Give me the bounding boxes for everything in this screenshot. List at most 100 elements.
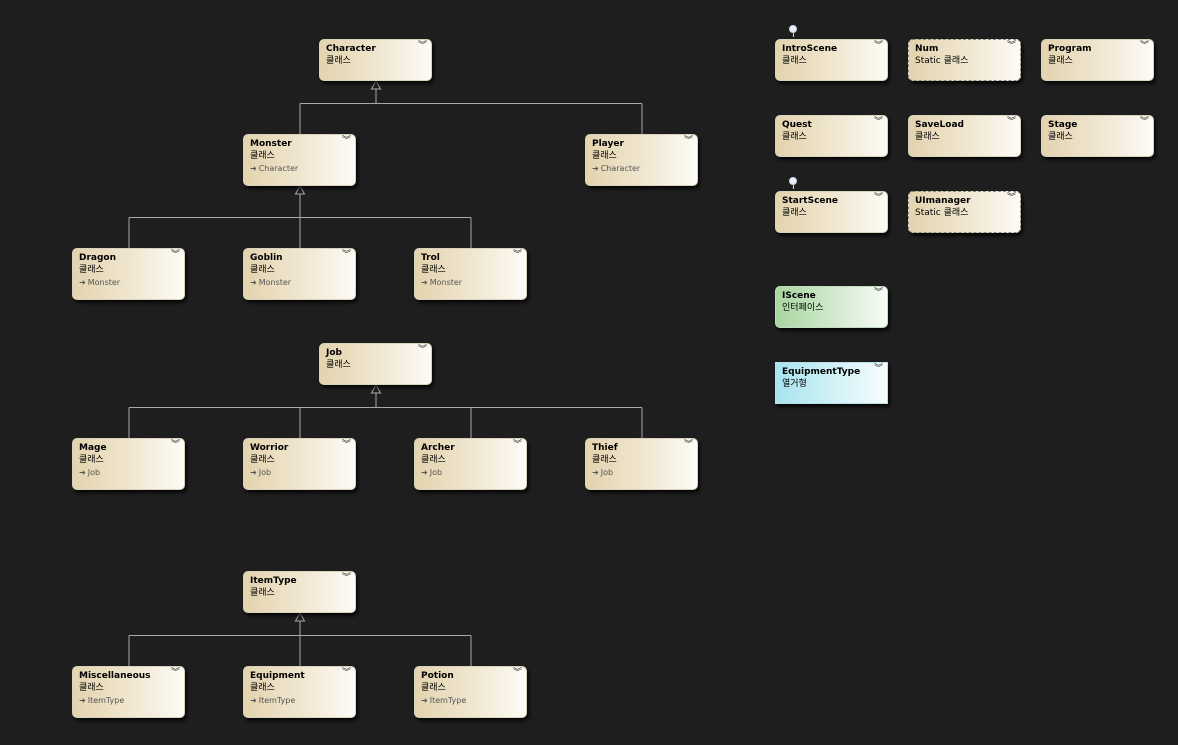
double-chevron-down-icon[interactable]: ︾ — [1006, 193, 1016, 203]
class-name: Dragon — [79, 253, 117, 263]
base-class-name: Character — [600, 164, 641, 173]
class-node-quest[interactable]: Quest 클래스 ︾ — [775, 115, 888, 157]
class-node-equipment[interactable]: Equipment 클래스 ➜ItemType ︾ — [243, 666, 356, 718]
base-class: ➜ItemType — [250, 695, 349, 707]
class-name: Worrior — [250, 443, 289, 453]
double-chevron-down-icon[interactable]: ︾ — [417, 41, 427, 51]
base-class: ➜Job — [250, 467, 349, 479]
class-node-archer[interactable]: Archer 클래스 ➜Job ︾ — [414, 438, 527, 490]
class-name: Stage — [1048, 120, 1078, 130]
double-chevron-down-icon[interactable]: ︾ — [512, 668, 522, 678]
lollipop-stem — [793, 185, 794, 189]
double-chevron-down-icon[interactable]: ︾ — [873, 41, 883, 51]
class-node-mage[interactable]: Mage 클래스 ➜Job ︾ — [72, 438, 185, 490]
class-kind: 클래스 — [250, 265, 275, 275]
class-kind: 클래스 — [782, 56, 807, 66]
double-chevron-down-icon[interactable]: ︾ — [873, 117, 883, 127]
inherits-arrow-icon: ➜ — [592, 468, 599, 477]
class-node-saveload[interactable]: SaveLoad 클래스 ︾ — [908, 115, 1021, 157]
enum-kind: 열거형 — [782, 379, 807, 389]
class-node-goblin[interactable]: Goblin 클래스 ➜Monster ︾ — [243, 248, 356, 300]
class-node-character[interactable]: Character 클래스 ︾ — [319, 39, 432, 81]
class-node-monster[interactable]: Monster 클래스 ➜Character ︾ — [243, 134, 356, 186]
class-node-uimanager[interactable]: UImanager Static 클래스 ︾ — [908, 191, 1021, 233]
class-kind: 클래스 — [79, 265, 104, 275]
double-chevron-down-icon[interactable]: ︾ — [341, 136, 351, 146]
inheritance-triangle-icon — [294, 184, 306, 195]
enum-node-equipmenttype[interactable]: EquipmentType 열거형 ︾ — [775, 362, 888, 404]
class-node-stage[interactable]: Stage 클래스 ︾ — [1041, 115, 1154, 157]
inherits-arrow-icon: ➜ — [250, 278, 257, 287]
double-chevron-down-icon[interactable]: ︾ — [341, 250, 351, 260]
class-node-miscellaneous[interactable]: Miscellaneous 클래스 ➜ItemType ︾ — [72, 666, 185, 718]
interface-node-iscene[interactable]: IScene 인터페이스 ︾ — [775, 286, 888, 328]
base-class-name: Job — [600, 468, 614, 477]
inherits-arrow-icon: ➜ — [421, 696, 428, 705]
double-chevron-down-icon[interactable]: ︾ — [1006, 117, 1016, 127]
double-chevron-down-icon[interactable]: ︾ — [1006, 41, 1016, 51]
double-chevron-down-icon[interactable]: ︾ — [873, 288, 883, 298]
class-node-potion[interactable]: Potion 클래스 ➜ItemType ︾ — [414, 666, 527, 718]
class-node-thief[interactable]: Thief 클래스 ➜Job ︾ — [585, 438, 698, 490]
base-class: ➜Character — [250, 163, 349, 175]
class-kind: Static 클래스 — [915, 208, 969, 218]
double-chevron-down-icon[interactable]: ︾ — [873, 364, 883, 374]
base-class: ➜Monster — [79, 277, 178, 289]
double-chevron-down-icon[interactable]: ︾ — [170, 440, 180, 450]
base-class-name: ItemType — [258, 696, 296, 705]
class-kind: 클래스 — [782, 208, 807, 218]
double-chevron-down-icon[interactable]: ︾ — [683, 136, 693, 146]
double-chevron-down-icon[interactable]: ︾ — [1139, 41, 1149, 51]
class-node-worrior[interactable]: Worrior 클래스 ➜Job ︾ — [243, 438, 356, 490]
double-chevron-down-icon[interactable]: ︾ — [341, 573, 351, 583]
class-name: IntroScene — [782, 44, 838, 54]
class-kind: 클래스 — [1048, 56, 1073, 66]
class-node-dragon[interactable]: Dragon 클래스 ➜Monster ︾ — [72, 248, 185, 300]
class-name: Num — [915, 44, 939, 54]
base-class-name: Job — [258, 468, 272, 477]
inherits-arrow-icon: ➜ — [79, 278, 86, 287]
class-node-introscene[interactable]: IntroScene 클래스 ︾ — [775, 39, 888, 81]
class-node-startscene[interactable]: StartScene 클래스 ︾ — [775, 191, 888, 233]
class-kind: 클래스 — [592, 455, 617, 465]
base-class-name: ItemType — [87, 696, 125, 705]
class-node-itemtype[interactable]: ItemType 클래스 ︾ — [243, 571, 356, 613]
class-name: Monster — [250, 139, 292, 149]
inherits-arrow-icon: ➜ — [250, 164, 257, 173]
double-chevron-down-icon[interactable]: ︾ — [417, 345, 427, 355]
base-class: ➜Job — [79, 467, 178, 479]
base-class-name: ItemType — [429, 696, 467, 705]
base-class: ➜Monster — [250, 277, 349, 289]
double-chevron-down-icon[interactable]: ︾ — [170, 250, 180, 260]
double-chevron-down-icon[interactable]: ︾ — [683, 440, 693, 450]
base-class: ➜ItemType — [421, 695, 520, 707]
base-class-name: Monster — [258, 278, 292, 287]
double-chevron-down-icon[interactable]: ︾ — [512, 440, 522, 450]
class-name: Job — [326, 348, 342, 358]
double-chevron-down-icon[interactable]: ︾ — [873, 193, 883, 203]
base-class: ➜ItemType — [79, 695, 178, 707]
class-node-program[interactable]: Program 클래스 ︾ — [1041, 39, 1154, 81]
base-class-name: Character — [258, 164, 299, 173]
class-node-trol[interactable]: Trol 클래스 ➜Monster ︾ — [414, 248, 527, 300]
double-chevron-down-icon[interactable]: ︾ — [170, 668, 180, 678]
double-chevron-down-icon[interactable]: ︾ — [341, 440, 351, 450]
class-kind: 클래스 — [250, 151, 275, 161]
class-node-player[interactable]: Player 클래스 ➜Character ︾ — [585, 134, 698, 186]
class-name: Goblin — [250, 253, 283, 263]
base-class-name: Job — [87, 468, 101, 477]
class-name: Character — [326, 44, 376, 54]
inherits-arrow-icon: ➜ — [592, 164, 599, 173]
double-chevron-down-icon[interactable]: ︾ — [1139, 117, 1149, 127]
double-chevron-down-icon[interactable]: ︾ — [512, 250, 522, 260]
base-class-name: Job — [429, 468, 443, 477]
class-node-num[interactable]: Num Static 클래스 ︾ — [908, 39, 1021, 81]
inherits-arrow-icon: ➜ — [79, 468, 86, 477]
inherits-arrow-icon: ➜ — [421, 468, 428, 477]
inheritance-triangle-icon — [370, 383, 382, 394]
class-kind: 클래스 — [421, 683, 446, 693]
class-node-job[interactable]: Job 클래스 ︾ — [319, 343, 432, 385]
double-chevron-down-icon[interactable]: ︾ — [341, 668, 351, 678]
class-kind: Static 클래스 — [915, 56, 969, 66]
